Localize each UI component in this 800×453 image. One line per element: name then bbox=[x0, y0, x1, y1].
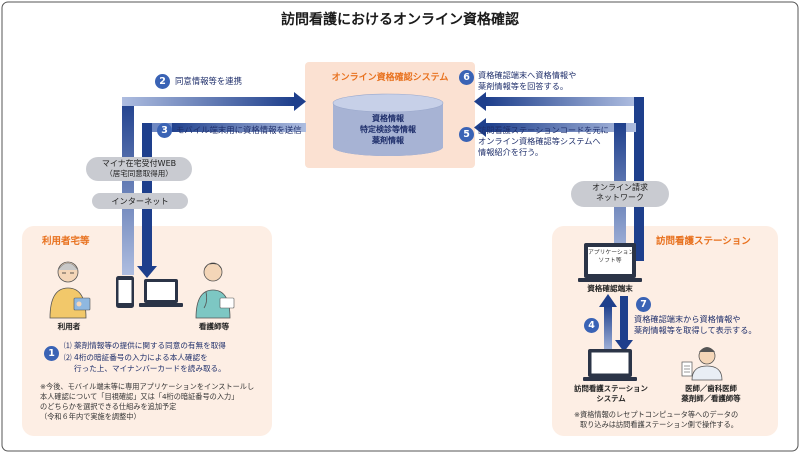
internet-pill: インターネット bbox=[92, 193, 188, 209]
step3-text: モバイル端末用に資格情報を送信 bbox=[176, 125, 302, 135]
db-line-2: 特定検診等情報 bbox=[360, 125, 416, 134]
myna-web-pill: マイナ在宅受付WEB （居宅同意取得用） bbox=[86, 157, 192, 181]
step7-text-2: 薬剤情報等を取得して表示する。 bbox=[634, 325, 757, 335]
home-item-1: ⑴ 薬剤情報等の提供に関する同意の有無を取得 bbox=[64, 341, 226, 350]
step3-badge: 3 bbox=[157, 123, 172, 138]
db-line-3: 薬剤情報 bbox=[372, 136, 404, 145]
step4-badge: 4 bbox=[584, 318, 599, 333]
step5-badge: 5 bbox=[459, 127, 474, 142]
nurse-icon bbox=[195, 262, 235, 319]
step6-text-2: 薬剤情報等を回答する。 bbox=[478, 81, 569, 91]
system-label: オンライン資格確認システム bbox=[331, 73, 449, 83]
step6-badge: 6 bbox=[459, 70, 474, 85]
station-system-laptop-icon bbox=[583, 349, 637, 381]
nurse-label: 看護師等 bbox=[198, 322, 230, 331]
terminal-label: 資格確認端末 bbox=[587, 284, 633, 293]
station-note-2: 取り込みは訪問看護ステーション側で操作する。 bbox=[580, 420, 738, 429]
step5-text-3: 情報紹介を行う。 bbox=[478, 147, 544, 157]
smartphone-icon bbox=[116, 276, 134, 308]
arrow-step6 bbox=[474, 92, 644, 261]
step2-text: 同意情報等を連携 bbox=[175, 76, 242, 86]
step5-text-1: 訪問看護ステーションコードを元に bbox=[478, 125, 609, 135]
arrow-step4 bbox=[599, 294, 617, 355]
home-note-2: 本人確認について「目視確認」又は「4桁の暗証番号の入力」 bbox=[40, 392, 239, 401]
terminal-laptop-icon bbox=[578, 243, 642, 282]
user-label: 利用者 bbox=[57, 322, 81, 331]
db-line-1: 資格情報 bbox=[372, 114, 404, 123]
station-system-line-1: 訪問看護ステーション bbox=[574, 384, 648, 393]
home-laptop-icon bbox=[139, 279, 183, 307]
home-note-4: （令和６年内で実施を調整中） bbox=[40, 412, 141, 421]
online-claim-network-pill: オンライン請求 ネットワーク bbox=[571, 181, 669, 207]
home-note-1: ※今後、モバイル端末等に専用アプリケーションをインストールし bbox=[40, 382, 255, 391]
staff-line-1: 医師／歯科医師 bbox=[685, 384, 737, 393]
myna-web-line-1: マイナ在宅受付WEB bbox=[101, 159, 177, 168]
myna-web-line-2: （居宅同意取得用） bbox=[105, 168, 173, 178]
database-icon bbox=[332, 93, 444, 156]
user-elderly-icon bbox=[49, 261, 91, 319]
station-note-1: ※資格情報のレセプトコンピュータ等へのデータの bbox=[574, 410, 739, 419]
home-item-3: 行った上、マイナンバーカードを読み取る。 bbox=[64, 364, 226, 373]
page-title: 訪問看護におけるオンライン資格確認 bbox=[281, 12, 519, 28]
app-line-1: アプリケーション bbox=[588, 250, 635, 256]
step7-text-1: 資格確認端末から資格情報や bbox=[634, 314, 741, 324]
home-label: 利用者宅等 bbox=[42, 236, 90, 247]
medical-staff-icon bbox=[681, 347, 723, 381]
home-note-3: のどちらかを選択できる仕組みを追加予定 bbox=[40, 402, 177, 411]
arrow-step7 bbox=[615, 296, 633, 352]
arrow-step2 bbox=[122, 92, 306, 275]
network-line-1: オンライン請求 bbox=[592, 183, 648, 192]
step1-badge: 1 bbox=[44, 346, 59, 361]
staff-line-2: 薬剤師／看護師等 bbox=[681, 394, 741, 403]
station-system-line-2: システム bbox=[596, 394, 626, 403]
network-line-2: ネットワーク bbox=[596, 193, 644, 203]
station-label: 訪問看護ステーション bbox=[656, 236, 751, 247]
home-item-2: ⑵ 4桁の暗証番号の入力による本人確認を bbox=[64, 353, 208, 362]
step5-text-2: オンライン資格確認等システムへ bbox=[478, 136, 601, 146]
step2-badge: 2 bbox=[155, 74, 170, 89]
step7-badge: 7 bbox=[636, 297, 651, 312]
app-line-2: ソフト等 bbox=[598, 258, 622, 264]
step6-text-1: 資格確認端末へ資格情報や bbox=[478, 70, 577, 80]
